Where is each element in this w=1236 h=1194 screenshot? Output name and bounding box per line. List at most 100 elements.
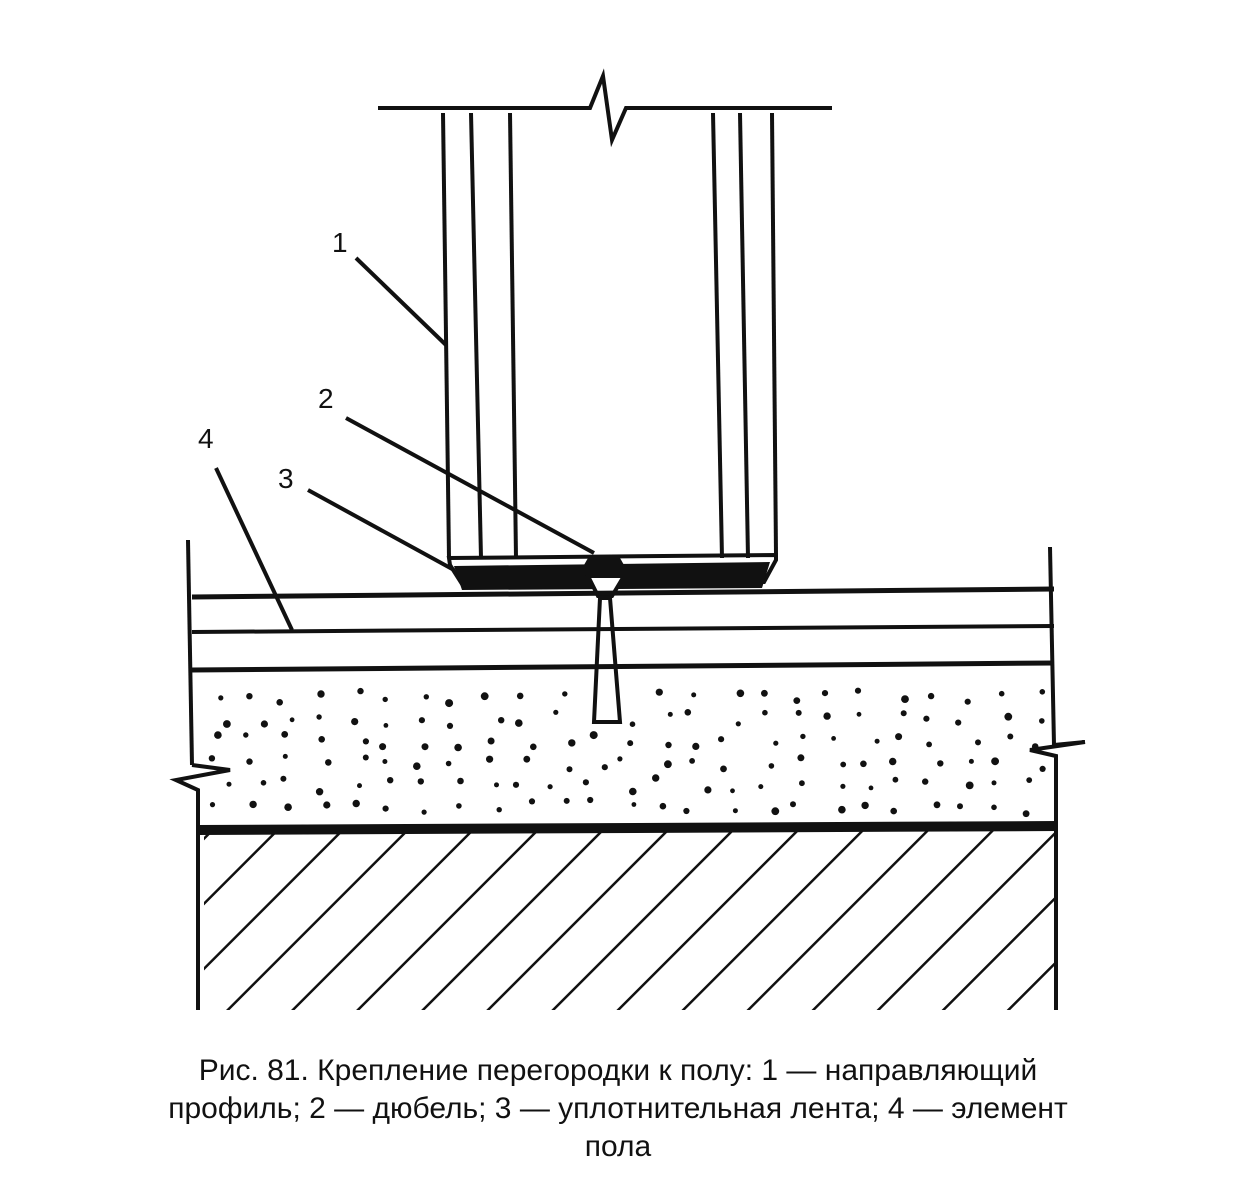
screed-dot — [498, 717, 505, 724]
screed-dot — [838, 805, 846, 814]
screed-dot — [223, 720, 231, 728]
screed-dot — [480, 692, 489, 701]
screed-dot — [208, 755, 216, 762]
leader-3 — [307, 488, 455, 572]
screed-dot — [720, 765, 727, 773]
caption-line-2: профиль; 2 — дюбель; 3 — уплотнительная … — [168, 1092, 1068, 1125]
screed-dot — [494, 782, 499, 788]
screed-dot — [730, 788, 735, 794]
screed-dot — [351, 718, 359, 726]
screed-dot — [563, 797, 570, 804]
screed-dot — [800, 733, 806, 740]
screed-dot — [516, 692, 524, 700]
screed-dot — [486, 755, 494, 763]
screed-dot — [1007, 733, 1014, 740]
screed-dot — [218, 695, 224, 701]
screed-layer — [208, 687, 1046, 818]
screed-dot — [900, 710, 907, 717]
screed-dot — [317, 690, 325, 698]
screed-dot — [547, 784, 553, 790]
screed-dot — [323, 801, 331, 809]
screed-dot — [496, 807, 502, 813]
callout-labels: 1 2 3 4 — [198, 227, 348, 494]
screed-dot — [289, 717, 295, 723]
screed-dot — [383, 723, 389, 728]
screed-dot — [704, 786, 712, 794]
screed-dot — [249, 800, 257, 809]
partition-profile — [441, 112, 778, 587]
label-4: 4 — [198, 423, 214, 454]
screed-dot — [901, 695, 909, 703]
screed-dot — [998, 690, 1005, 697]
screed-dot — [955, 719, 962, 726]
screed-dot — [629, 787, 637, 796]
screed-dot — [528, 798, 536, 805]
screed-dot — [895, 733, 903, 741]
floor-element-layers — [186, 539, 1056, 766]
screed-dot — [362, 738, 369, 745]
screed-dot — [840, 761, 847, 768]
screed-dot — [860, 760, 867, 768]
screed-dot — [821, 690, 829, 697]
screed-dot — [627, 740, 634, 747]
leader-2 — [345, 416, 595, 555]
screed-dot — [243, 732, 249, 738]
leader-4 — [214, 467, 294, 631]
figure-caption: Рис. 81. Крепление перегородки к полу: 1… — [40, 1052, 1196, 1166]
screed-dot — [856, 711, 862, 717]
screed-dot — [665, 741, 672, 749]
screed-dot — [892, 776, 899, 783]
screed-dot — [587, 796, 594, 804]
screed-dot — [352, 799, 360, 808]
screed-dot — [890, 807, 897, 815]
screed-dot — [515, 719, 523, 727]
screed-dot — [795, 709, 802, 716]
screed-dot — [683, 807, 690, 815]
screed-dot — [937, 760, 944, 767]
screed-dot — [736, 689, 745, 698]
screed-dot — [325, 759, 332, 766]
screed-dot — [418, 717, 425, 724]
screed-dot — [667, 711, 673, 717]
screed-dot — [214, 731, 222, 739]
screed-dot — [387, 777, 394, 784]
screed-dot — [652, 774, 660, 782]
screed-dot — [357, 783, 362, 789]
screed-dot — [209, 802, 216, 808]
screed-dot — [964, 698, 971, 705]
screed-dot — [601, 764, 608, 771]
screed-dot — [689, 758, 695, 764]
screed-dot — [861, 801, 869, 810]
screed-dot — [379, 743, 387, 751]
screed-dot — [664, 760, 672, 769]
screed-dot — [566, 766, 573, 773]
screed-dot — [840, 783, 846, 789]
screed-dot — [773, 740, 779, 746]
screed-dot — [790, 801, 796, 808]
screed-dot — [382, 696, 388, 703]
label-3: 3 — [278, 463, 294, 494]
screed-dot — [831, 736, 836, 741]
screed-dot — [423, 694, 429, 700]
screed-dot — [413, 762, 421, 770]
screed-dot — [568, 739, 576, 747]
screed-dot — [991, 804, 997, 811]
screed-dot — [957, 803, 963, 810]
screed-dot — [282, 753, 288, 759]
ground-base — [197, 821, 1059, 1010]
screed-dot — [799, 780, 805, 787]
screed-dot — [260, 720, 268, 728]
screed-dot — [631, 802, 637, 807]
screed-dot — [362, 754, 369, 761]
screed-dot — [991, 757, 999, 766]
screed-dot — [357, 687, 364, 695]
screed-dot — [617, 756, 623, 762]
screed-dot — [226, 781, 232, 787]
screed-dot — [246, 693, 253, 700]
screed-dot — [735, 721, 741, 727]
leader-lines — [214, 256, 595, 631]
screed-dot — [659, 802, 667, 810]
screed-dot — [629, 721, 636, 727]
screed-dot — [1039, 718, 1045, 724]
screed-dot — [926, 741, 932, 748]
